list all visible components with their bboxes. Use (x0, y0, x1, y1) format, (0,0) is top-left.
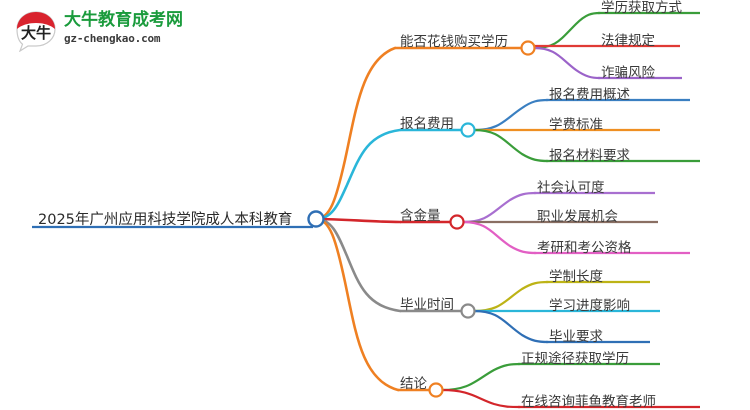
leaf-label-2-0[interactable]: 社会认可度 (537, 180, 605, 196)
leaf-label-0-1[interactable]: 法律规定 (601, 33, 655, 49)
leaf-curve-1-0 (472, 98, 550, 132)
brand-mark-icon: 大牛 (16, 11, 56, 52)
logo-url: gz-chengkao.com (64, 32, 161, 45)
leaf-label-1-0[interactable]: 报名费用概述 (549, 87, 630, 103)
leaf-label-1-2[interactable]: 报名材料要求 (549, 148, 630, 164)
branch-node-3[interactable] (460, 303, 476, 319)
branch-label-1[interactable]: 报名费用 (400, 116, 454, 132)
leaf-curve-4-0 (440, 362, 522, 392)
leaf-curve-2-2 (461, 220, 538, 255)
leaf-label-2-1[interactable]: 职业发展机会 (537, 209, 618, 225)
branch-curve-2 (314, 217, 402, 224)
branch-label-3[interactable]: 毕业时间 (400, 297, 454, 313)
leaf-label-3-1[interactable]: 学习进度影响 (549, 298, 630, 314)
branch-label-2[interactable]: 含金量 (400, 208, 441, 224)
branch-curve-0 (314, 46, 397, 221)
leaf-curve-2-0 (461, 191, 538, 224)
leaf-label-0-2[interactable]: 诈骗风险 (601, 65, 655, 81)
leaf-curve-0-2 (532, 46, 602, 80)
root-label[interactable]: 2025年广州应用科技学院成人本科教育 (38, 212, 293, 228)
branch-node-0[interactable] (520, 40, 536, 56)
branch-curve-1 (314, 128, 402, 221)
leaf-label-3-0[interactable]: 学制长度 (549, 269, 603, 285)
svg-text:大牛: 大牛 (21, 24, 51, 42)
site-logo[interactable]: 大牛 大牛教育成考网 gz-chengkao.com (14, 8, 204, 54)
leaf-label-4-0[interactable]: 正规途径获取学历 (521, 351, 629, 367)
root-node[interactable] (307, 210, 325, 228)
branch-node-2[interactable] (449, 214, 465, 230)
branch-node-4[interactable] (428, 382, 444, 398)
leaf-label-0-0[interactable]: 学历获取方式 (601, 0, 682, 16)
leaf-curve-3-2 (472, 309, 550, 344)
logo-text: 大牛教育成考网 gz-chengkao.com (64, 10, 183, 46)
leaf-curve-3-0 (472, 280, 550, 313)
leaf-label-1-1[interactable]: 学费标准 (549, 117, 603, 133)
leaf-label-3-2[interactable]: 毕业要求 (549, 329, 603, 345)
branch-label-4[interactable]: 结论 (400, 376, 427, 392)
leaf-curve-4-1 (440, 388, 522, 409)
branch-node-1[interactable] (460, 122, 476, 138)
branch-curve-3 (314, 217, 402, 313)
logo-title: 大牛教育成考网 (64, 10, 183, 30)
leaf-curve-0-0 (532, 11, 602, 50)
branch-label-0[interactable]: 能否花钱购买学历 (400, 34, 508, 50)
branch-curve-4 (314, 217, 400, 392)
leaf-curve-1-2 (472, 128, 550, 163)
leaf-label-2-2[interactable]: 考研和考公资格 (537, 240, 632, 256)
leaf-label-4-1[interactable]: 在线咨询菲鱼教育老师 (521, 394, 656, 410)
